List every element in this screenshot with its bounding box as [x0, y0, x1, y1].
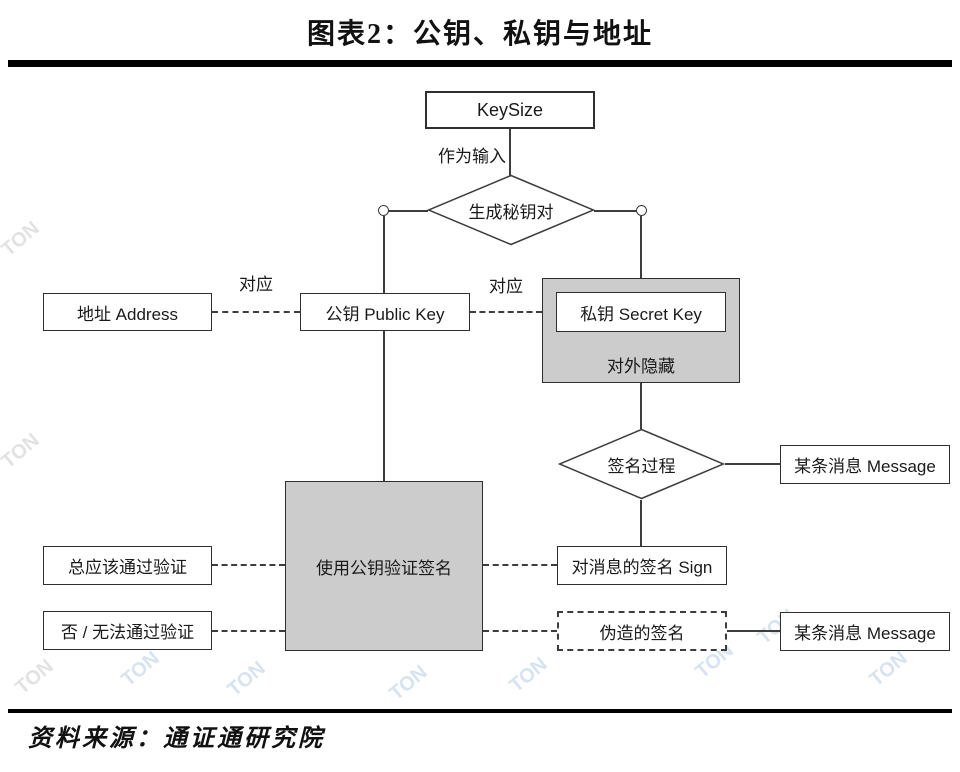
edge-right-dot-to-secret	[640, 216, 642, 280]
node-always-pass: 总应该通过验证	[43, 546, 212, 585]
node-sign-process-diamond	[558, 428, 725, 500]
node-generate-keypair-diamond	[427, 174, 595, 246]
edge-signprocess-to-sign	[640, 500, 642, 547]
diamond-shape	[427, 174, 595, 246]
node-generate-keypair-label: 生成秘钥对	[468, 202, 554, 222]
watermark: TON	[11, 655, 58, 699]
edge-nopass-verify-dashed	[212, 630, 285, 632]
connector-dot-right	[636, 205, 647, 216]
watermark: TON	[865, 647, 912, 691]
node-message-bottom: 某条消息 Message	[780, 612, 950, 651]
edge-publickey-secretkey-dashed	[470, 311, 542, 313]
page-title: 图表2：公钥、私钥与地址	[306, 19, 653, 50]
watermark: TON	[385, 661, 432, 705]
edge-label-as-input: 作为输入	[438, 147, 506, 166]
node-sign-process-label: 签名过程	[607, 456, 676, 476]
node-public-key: 公钥 Public Key	[300, 293, 470, 331]
edge-forged-to-message	[727, 630, 780, 632]
edge-address-publickey-dashed	[212, 311, 300, 313]
node-sign: 对消息的签名 Sign	[557, 546, 727, 585]
edge-label-correspond-right: 对应	[489, 277, 523, 296]
top-rule-divider	[8, 60, 952, 67]
edge-label-correspond-left: 对应	[239, 275, 273, 294]
edge-generate-to-right-dot	[594, 210, 638, 212]
edge-secret-to-signprocess	[640, 383, 642, 429]
node-verify-signature: 使用公钥验证签名	[285, 481, 483, 651]
edge-verify-forged-dashed	[483, 630, 557, 632]
node-secret-key: 私钥 Secret Key	[556, 292, 726, 332]
bottom-rule-divider	[8, 709, 952, 713]
watermark: TON	[505, 653, 552, 697]
watermark: TON	[223, 657, 270, 701]
label-hidden-note: 对外隐藏	[607, 357, 675, 376]
edge-verify-sign-dashed	[483, 564, 557, 566]
edge-keysize-to-generate	[509, 128, 511, 176]
edge-signprocess-to-message	[725, 463, 780, 465]
source-note: 资料来源：通证通研究院	[28, 726, 325, 752]
watermark: TON	[0, 429, 44, 473]
edge-left-dot-to-verify	[383, 216, 385, 482]
node-keysize: KeySize	[425, 91, 595, 129]
edge-alwayspass-verify-dashed	[212, 564, 285, 566]
diamond-shape	[558, 428, 725, 500]
edge-generate-to-left-dot	[386, 210, 428, 212]
watermark: TON	[0, 217, 44, 261]
connector-dot-left	[378, 205, 389, 216]
node-forged-signature: 伪造的签名	[557, 611, 727, 651]
node-address: 地址 Address	[43, 293, 212, 331]
watermark: TON	[117, 647, 164, 691]
node-message-top: 某条消息 Message	[780, 445, 950, 484]
node-no-pass: 否 / 无法通过验证	[43, 611, 212, 650]
